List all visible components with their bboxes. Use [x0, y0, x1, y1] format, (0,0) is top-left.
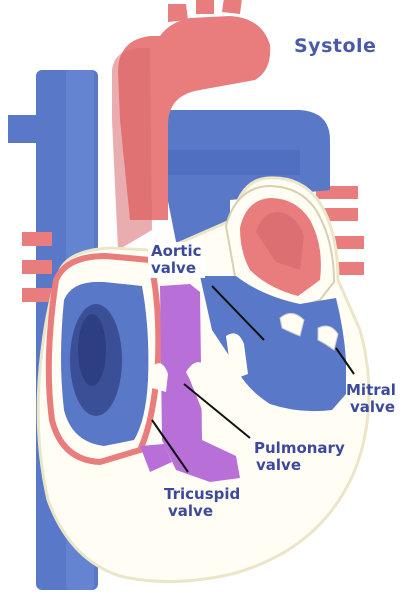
left-vessel-stub-4 [8, 115, 44, 143]
aortic-valve-label-line-1: Aortic [151, 243, 202, 260]
left-vessel-stub-1 [22, 232, 52, 246]
aortic-valve-label-line-2: valve [151, 260, 202, 277]
pulmonary-artery-shadow [150, 150, 300, 175]
tricuspid-valve-label: Tricuspid valve [164, 486, 240, 520]
right-atrium-opening-inner [78, 314, 106, 386]
aorta-branch-3 [222, 0, 242, 14]
aortic-valve-label: Aortic valve [148, 242, 205, 278]
mitral-valve-label-line-1: Mitral [346, 382, 396, 399]
pulmonary-valve-label: Pulmonary valve [254, 440, 345, 474]
mitral-valve-label-line-2: valve [346, 399, 396, 416]
left-vessel-stub-2 [22, 260, 52, 274]
diagram-title: Systole [294, 38, 376, 55]
tricuspid-valve-label-line-2: valve [164, 503, 240, 520]
pulmonary-valve-label-line-1: Pulmonary [254, 440, 345, 457]
aorta-branch-1 [168, 4, 188, 22]
tricuspid-valve-label-line-1: Tricuspid [164, 486, 240, 503]
pulmonary-valve-label-line-2: valve [254, 457, 345, 474]
left-vessel-stub-3 [22, 288, 52, 302]
aorta-front [112, 48, 152, 250]
aorta-branch-2 [196, 0, 214, 14]
mitral-valve-label: Mitral valve [346, 382, 396, 416]
